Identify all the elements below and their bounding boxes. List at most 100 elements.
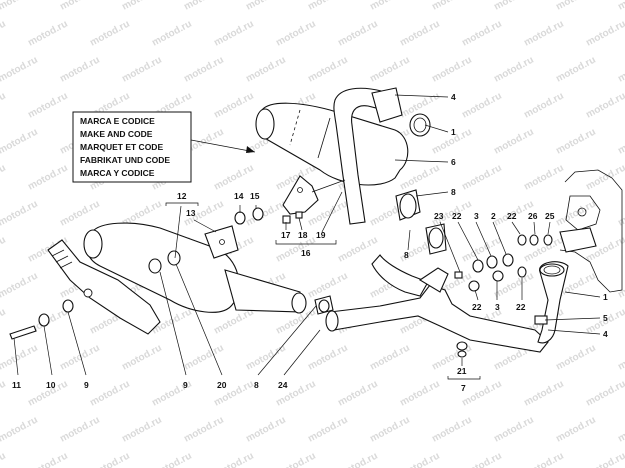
watermark-text: motod.ru — [182, 415, 225, 445]
watermark-text: motod.ru — [0, 55, 40, 85]
watermark-text: motod.ru — [0, 343, 40, 373]
watermark-text: motod.ru — [306, 343, 349, 373]
callout-9: 9 — [183, 380, 188, 390]
callout-26: 26 — [528, 211, 538, 221]
watermark-text: motod.ru — [460, 19, 503, 49]
callout-13: 13 — [186, 208, 196, 218]
legend-line: FABRIKAT UND CODE — [80, 155, 170, 165]
callout-24: 24 — [278, 380, 288, 390]
watermark-text: motod.ru — [554, 343, 597, 373]
watermark-text: motod.ru — [120, 55, 163, 85]
callout-1: 1 — [451, 127, 456, 137]
watermark-text: motod.ru — [244, 199, 287, 229]
watermark-text: motod.ru — [336, 235, 379, 265]
watermark-text: motod.ru — [58, 199, 101, 229]
watermark-text: motod.ru — [120, 0, 163, 13]
watermark-text: motod.ru — [0, 451, 8, 468]
watermark-text: motod.ru — [0, 307, 8, 337]
watermark-text: motod.ru — [554, 0, 597, 13]
watermark-text: motod.ru — [306, 415, 349, 445]
watermark-text: motod.ru — [584, 451, 625, 468]
watermark-text: motod.ru — [244, 55, 287, 85]
callout-8: 8 — [404, 250, 409, 260]
legend-line: MARCA Y CODICE — [80, 168, 155, 178]
callout-4: 4 — [603, 329, 608, 339]
watermark-text: motod.ru — [616, 199, 625, 229]
watermark-text: motod.ru — [554, 415, 597, 445]
callout-22: 22 — [472, 302, 482, 312]
callout-9: 9 — [84, 380, 89, 390]
watermark-text: motod.ru — [492, 0, 535, 13]
watermark-text: motod.ru — [336, 451, 379, 468]
callout-3: 3 — [474, 211, 479, 221]
watermark-text: motod.ru — [0, 127, 40, 157]
watermark-text: motod.ru — [212, 19, 255, 49]
watermark-text: motod.ru — [460, 451, 503, 468]
watermark-text: motod.ru — [212, 451, 255, 468]
watermark-text: motod.ru — [522, 379, 565, 409]
callout-18: 18 — [298, 230, 308, 240]
callout-12: 12 — [177, 191, 187, 201]
callout-11: 11 — [12, 380, 21, 390]
watermark-text: motod.ru — [58, 415, 101, 445]
watermark-text: motod.ru — [0, 91, 8, 121]
callout-3: 3 — [495, 302, 500, 312]
watermark-text: motod.ru — [430, 415, 473, 445]
callout-2: 2 — [491, 211, 496, 221]
watermark-text: motod.ru — [368, 415, 411, 445]
callout-23: 23 — [434, 211, 444, 221]
callout-17: 17 — [281, 230, 291, 240]
lower-silencer — [83, 222, 307, 314]
watermark-text: motod.ru — [88, 379, 131, 409]
watermark-text: motod.ru — [616, 127, 625, 157]
callout-16: 16 — [301, 248, 311, 258]
watermark-text: motod.ru — [26, 91, 69, 121]
watermark-text: motod.ru — [430, 0, 473, 13]
legend-arrow — [190, 139, 256, 153]
watermark-text: motod.ru — [616, 271, 625, 301]
legend-arrowhead — [246, 146, 255, 153]
watermark-text: motod.ru — [522, 451, 565, 468]
watermark-text: motod.ru — [554, 127, 597, 157]
legend-line: MAKE AND CODE — [80, 129, 153, 139]
watermark-text: motod.ru — [616, 415, 625, 445]
callout-10: 10 — [46, 380, 56, 390]
watermark-text: motod.ru — [398, 379, 441, 409]
watermark-text: motod.ru — [398, 19, 441, 49]
callout-4: 4 — [451, 92, 456, 102]
watermark-text: motod.ru — [492, 415, 535, 445]
watermark-text: motod.ru — [182, 55, 225, 85]
leader-lines — [13, 94, 601, 376]
watermark-text: motod.ru — [554, 199, 597, 229]
watermark-text: motod.ru — [274, 451, 317, 468]
watermark-text: motod.ru — [58, 55, 101, 85]
callout-labels: 4 1 6 8 8 14 15 12 13 17 18 19 16 23 22 … — [12, 92, 608, 393]
upper-clamp — [395, 189, 421, 221]
callout-8: 8 — [254, 380, 259, 390]
watermark-text: motod.ru — [460, 163, 503, 193]
callout-7: 7 — [461, 383, 466, 393]
watermark-text: motod.ru — [88, 451, 131, 468]
callout-22: 22 — [452, 211, 462, 221]
watermark-text: motod.ru — [430, 55, 473, 85]
watermark-text: motod.ru — [0, 199, 40, 229]
watermark-text: motod.ru — [0, 19, 8, 49]
gasket-cluster — [425, 223, 553, 358]
callout-5: 5 — [603, 313, 608, 323]
callout-6: 6 — [451, 157, 456, 167]
watermark-text: motod.ru — [244, 0, 287, 13]
collector-pipe — [314, 254, 549, 353]
watermark-text: motod.ru — [584, 19, 625, 49]
watermark-text: motod.ru — [26, 163, 69, 193]
legend-line: MARQUET ET CODE — [80, 142, 163, 152]
watermark-text: motod.ru — [492, 127, 535, 157]
watermark-text: motod.ru — [336, 379, 379, 409]
watermark-text: motod.ru — [306, 0, 349, 13]
watermark-text: motod.ru — [26, 451, 69, 468]
footpeg-bracket — [47, 239, 161, 335]
callout-22: 22 — [507, 211, 517, 221]
front-header-pipe — [534, 261, 569, 344]
callout-25: 25 — [545, 211, 555, 221]
watermark-text: motod.ru — [522, 163, 565, 193]
